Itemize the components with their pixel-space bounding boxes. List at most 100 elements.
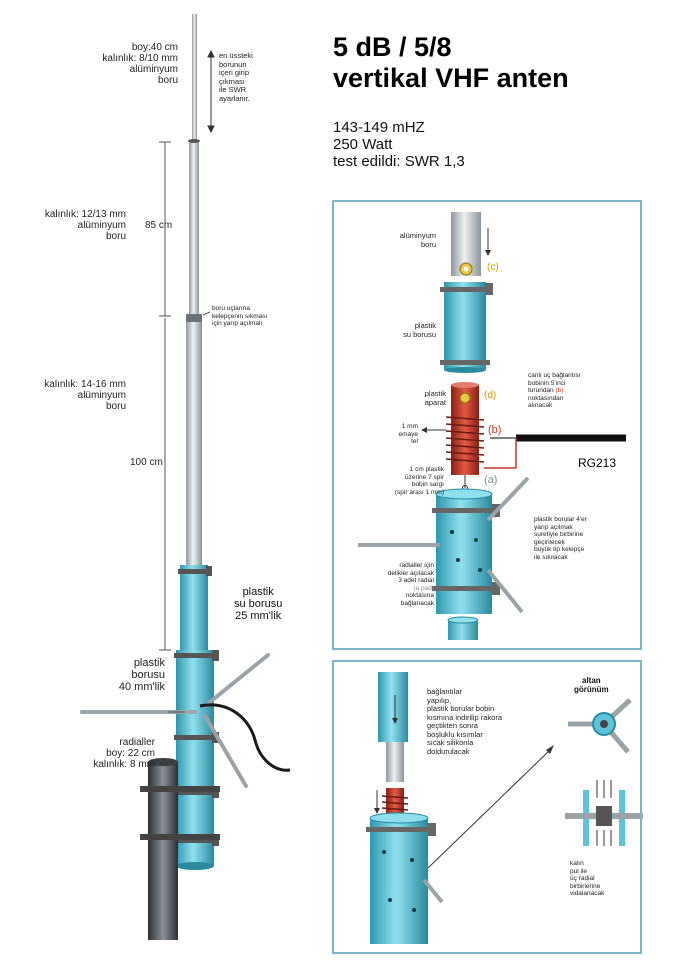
low-element-label: kalınlık: 14-16 mm alüminyum boru [44,379,126,412]
spec-test: test edildi: SWR 1,3 [333,153,465,170]
label-line: alüminyum [399,231,436,240]
note-line: içeri girip [219,68,250,77]
pipe-25mm [180,565,208,655]
radials-label: radialler boy: 22 cm kalınlık: 8 mm [93,737,155,770]
label-line: tel [411,438,418,445]
label-b: (b) [488,424,502,436]
tuning-note: en üssteki borunun içeri girip çıkması i… [219,51,253,103]
note-line: plastik borular bobin [427,704,495,713]
spec-power: 250 Watt [333,136,393,153]
coax-label: RG213 [578,456,617,470]
label-line: alüminyum [77,390,126,401]
washer-diagram [565,780,643,846]
label-line: alüminyum [77,220,126,231]
label-line: boru [420,239,436,249]
bottom-drawing [366,672,643,944]
note-line: kalın [570,860,584,867]
label-a: (a) [484,474,498,486]
coax-cable [199,703,291,772]
note-line: bağlanacak [400,599,434,607]
note-line: ile sıkılacak [534,553,568,561]
title-line-1: 5 dB / 5/8 [333,32,452,62]
mid-element [189,140,199,318]
label-line: boru [105,401,126,412]
label-line: plastik [424,389,446,398]
fill-note: bağlantılar yapılıp, plastik borular bob… [427,687,503,756]
note-line: geçirilecek [534,538,565,546]
label-line: kalınlık: 14-16 mm [44,379,126,390]
label-line: su borusu [234,598,283,610]
label-c: (c) [487,262,499,273]
clamp-note: boru uçlarına kelepçenin sıkması için ya… [212,305,267,328]
note-line: ayarlanır. [219,93,250,103]
label-line: boru [105,231,126,242]
detail-panel [332,200,642,650]
note-line: boşluklu kısımlar [427,729,483,739]
note-line: noktasına [405,592,434,599]
note-line: üç radial [570,875,595,882]
label-line: kalınlık: 8 mm [93,759,155,770]
label-line: 25 mm'lik [235,610,282,622]
label-line: kalınlık: 8/10 mm [102,53,178,64]
top-element [192,14,197,142]
label-line: su borusu [403,329,436,339]
label-line: plastik [133,657,165,669]
title-line-2: vertikal VHF anten [333,63,569,93]
label-line: radialler [119,737,155,748]
note-line: delikler açılacak [387,569,434,577]
label-line: aparat [424,397,446,407]
note-line: plastik borular 4'er [534,516,587,523]
note-line: canlı uç bağlantısı [528,372,581,379]
note-line: boru uçlarına [212,305,250,312]
note-line: radialler için [399,562,434,569]
page-title: 5 dB / 5/8 vertikal VHF anten [333,32,569,94]
center-note-b: (b) [555,387,564,394]
note-line: geçtikten sonra [427,721,478,730]
pipe-25-label: plastik su borusu 25 mm'lik [234,586,282,622]
bottom-view-title: altan görünüm [574,676,609,694]
joint-note: plastik borular 4'er yarıp açılmak suret… [534,516,587,561]
label-d: (d) [484,390,497,401]
length-85-label: 85 cm [145,220,173,231]
label-line: 40 mm'lik [118,681,165,693]
length-100-label: 100 cm [130,457,163,468]
bottom-view-diagram [568,698,632,754]
center-note: canlı uç bağlantısı bobinin 5'inci turun… [528,372,580,410]
note-line: çıkması [219,76,245,86]
note-line: alınacak [528,402,553,409]
coil-note: 1 cm plastik üzerine 7 spir bobin sargı … [395,466,444,496]
note-line: borunun [219,59,247,69]
label-line: plastik [414,321,436,330]
spec-frequency: 143-149 mHZ [333,119,425,136]
note-line: kelepçenin sıkması [212,312,268,320]
note-line: bobin sargı [411,481,444,488]
note-line: 3 adet radial [398,577,434,584]
note-line: 1 cm plastik [409,466,444,473]
note-line: için yarıp açılmalı [212,320,263,327]
note-line: bağlantılar [427,687,463,696]
note-line: yapılıp, [427,695,452,705]
note-line: noktasından [528,394,564,402]
note-line: (spir arası 1 mm) [394,488,444,496]
alu-pipe-label: alüminyum boru [399,231,436,249]
label-line: kalınlık: 12/13 mm [44,209,126,220]
label-line: borusu [131,669,165,681]
note-line: kısmına indirilip rakora [427,712,503,722]
pipe-40-label: plastik borusu 40 mm'lik [119,657,165,693]
label-line: altan [582,676,601,685]
washer-note: kalın pul ile üç radial birbirlerine vid… [570,860,604,898]
note-line: turundan (b) [528,387,564,394]
water-pipe-label: plastik su borusu [403,321,436,339]
plastic-part-label: plastik aparat [424,389,446,407]
note-line: en üssteki [219,51,253,60]
note-line: suretiyle birbirine [534,531,584,538]
note-line: bobinin 5'inci [528,379,566,387]
note-line: (a pad) [413,584,434,592]
note-line: vidalanacak [570,890,605,897]
label-line: plastik [242,586,274,598]
label-line: alüminyum [129,64,178,75]
label-line: boy: 22 cm [106,748,155,759]
bottom-panel [332,660,642,954]
note-line: doldurulacak [427,746,470,756]
